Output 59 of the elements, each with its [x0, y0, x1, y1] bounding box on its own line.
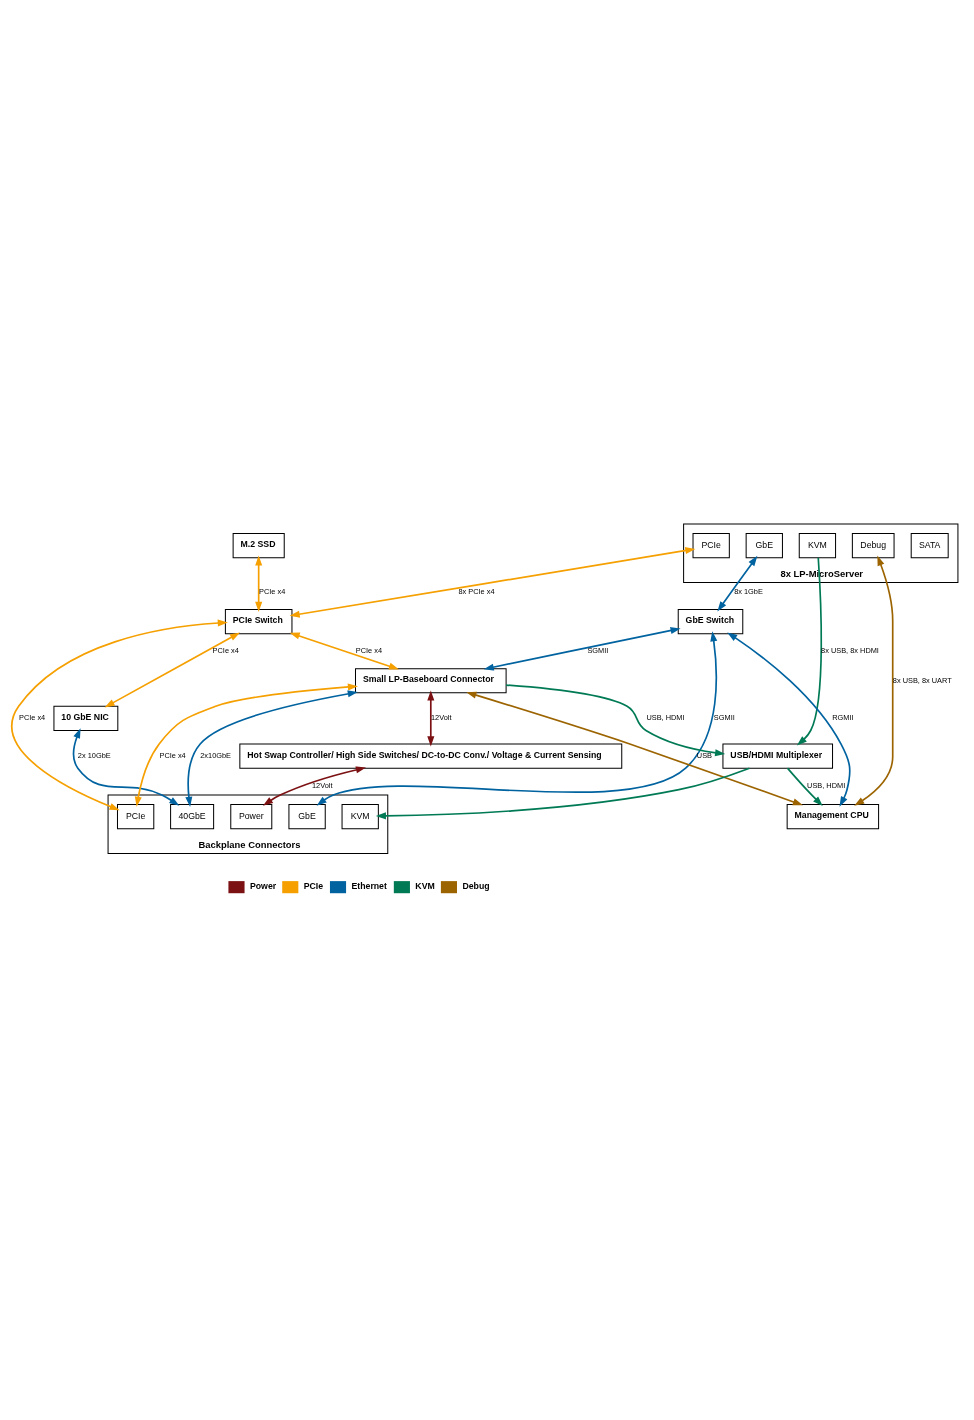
legend-label: Ethernet [350, 880, 387, 891]
node-box: GbE [745, 533, 783, 559]
arrow [134, 683, 358, 807]
arrow [289, 547, 695, 618]
arrow [726, 632, 851, 807]
node-box: 10 GbE NIC [52, 705, 118, 731]
edge-label: SGMII [713, 713, 735, 723]
arrow [853, 555, 894, 806]
arrow [254, 555, 262, 612]
arrow [796, 557, 822, 746]
arrow [465, 691, 803, 806]
arrow [375, 767, 750, 820]
edge-label: PCIe x4 [258, 586, 285, 596]
edge-label: PCIe x4 [212, 646, 239, 656]
node-box: PCIe Switch [224, 608, 292, 635]
arrow [426, 690, 434, 747]
edge-label: USB, HDMI [806, 780, 845, 790]
legend-label: Power [249, 880, 276, 891]
edge-label: PCIe x4 [355, 646, 382, 656]
legend-label: Debug [461, 880, 490, 891]
edge-label: 2x 10GbE [77, 750, 111, 760]
arrow [716, 555, 757, 612]
edge-label: RGMII [831, 713, 854, 723]
arrow [786, 767, 823, 807]
node-box: PCIe [692, 533, 730, 559]
arrow [104, 632, 240, 708]
arrow [184, 690, 358, 807]
arrow [504, 684, 725, 757]
edge-label: 8x 1GbE [733, 586, 763, 596]
edge-label: 8x PCIe x4 [457, 586, 495, 596]
node-box: M.2 SSD [232, 533, 285, 559]
node-box: KVM [341, 803, 379, 830]
node-box: Hot Swap Controller/ High Side Switches/ DC-to-DC Conv./ Voltage & Current Sensing [238, 743, 622, 769]
arrow [262, 766, 366, 806]
arrow [289, 632, 399, 670]
edge-label: 12Volt [311, 780, 332, 790]
edge-label: SGMII [586, 646, 608, 656]
node-box: PCIe [116, 803, 154, 830]
arrow [72, 728, 179, 806]
edge-label: USB [696, 750, 712, 760]
node-box: SATA [910, 533, 949, 559]
legend-label: PCIe [303, 880, 323, 891]
arrow [10, 619, 228, 811]
arrow [483, 627, 681, 671]
legend-label: KVM [414, 880, 435, 891]
arrow [316, 631, 717, 806]
edge-label: PCIe x4 [159, 750, 186, 760]
node-box: Management CPU [786, 803, 879, 830]
node-box: GbE [287, 803, 326, 830]
edge-label: PCIe x4 [18, 713, 45, 723]
edge-label: 2x10GbE [199, 750, 231, 760]
node-box: Debug [851, 533, 895, 559]
node-box: KVM [798, 533, 836, 559]
edge-label: USB, HDMI [645, 713, 685, 723]
node-box: Small LP-Baseboard Connector [354, 668, 507, 694]
node-box: 40GbE [169, 803, 214, 830]
node-box: USB/HDMI Multiplexer [721, 743, 833, 769]
node-box: Power [229, 803, 272, 830]
node-box: GbE Switch [677, 608, 743, 635]
